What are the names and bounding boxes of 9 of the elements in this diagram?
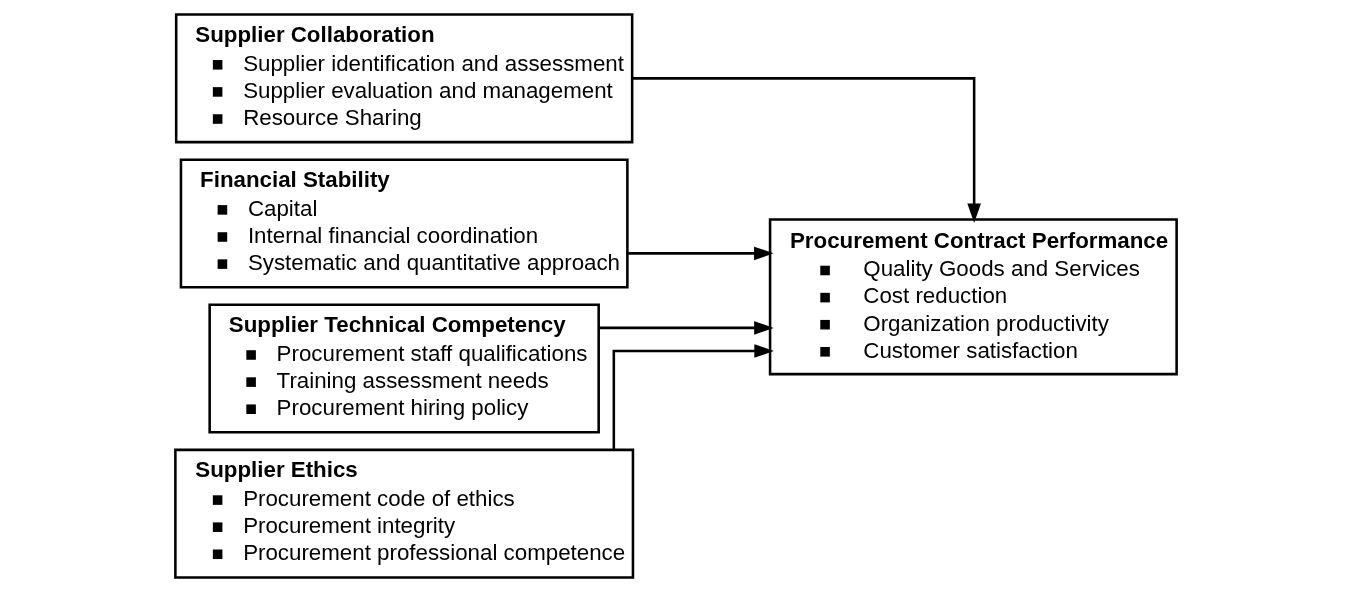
node-box: Financial Stability Capital Internal financial coordination Systematic and quantitative approach: [179, 158, 629, 289]
node-box: Supplier Technical Competency Procurement staff qualifications Training assessment needs Procurement hiring policy: [207, 303, 600, 434]
node-box: Supplier Ethics Procurement code of ethics Procurement integrity Procurement professional competence: [173, 448, 634, 579]
arrow: [598, 321, 774, 335]
node-box: Supplier Collaboration Supplier identification and assessment Supplier evaluation and management Resource Sharing: [174, 13, 633, 144]
node-box: Procurement Contract Performance Quality Goods and Services Cost reduction Organization productivity Customer satisfaction: [768, 218, 1178, 376]
arrow: [627, 246, 774, 261]
arrow: [612, 344, 774, 450]
arrow: [631, 77, 981, 224]
